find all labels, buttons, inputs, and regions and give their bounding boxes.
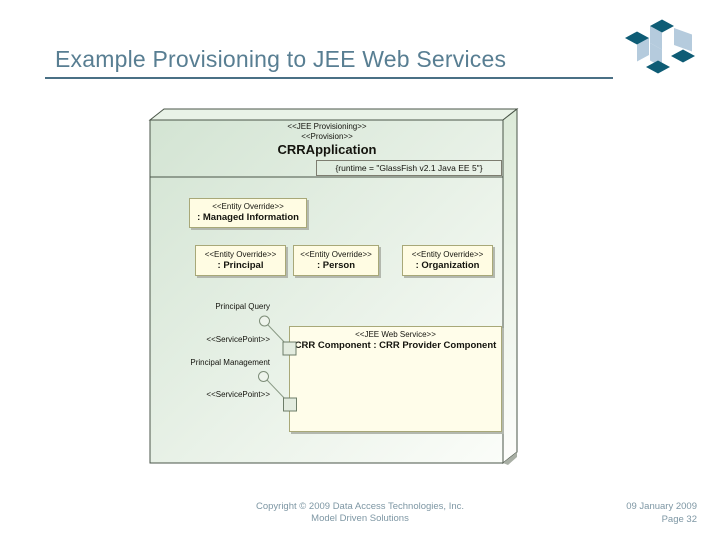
title-underline (45, 77, 613, 79)
entity-name: : Managed Information (197, 212, 299, 223)
node-header: <<JEE Provisioning>> <<Provision>> CRRAp… (151, 122, 503, 158)
node-corner-bevel (503, 452, 517, 465)
entity-box-organization: <<Entity Override>> : Organization (402, 245, 493, 276)
node-runtime-tag: {runtime = "GlassFish v2.1 Java EE 5"} (316, 160, 502, 176)
interface-label-principal-query: Principal Query (215, 302, 270, 311)
entity-stereotype: <<Entity Override>> (212, 202, 284, 211)
entity-stereotype: <<Entity Override>> (204, 249, 277, 259)
node-top-face (148, 108, 519, 121)
entity-name: : Principal (217, 259, 264, 271)
footer-page-info: 09 January 2009 Page 32 (626, 500, 697, 526)
entity-stereotype: <<Entity Override>> (300, 249, 372, 259)
node-right-face (502, 107, 518, 465)
interface-label-principal-management: Principal Management (190, 358, 270, 367)
slide-date: 09 January 2009 (626, 501, 697, 512)
node-stereotype-2: <<Provision>> (301, 132, 353, 141)
cubes-logo-icon (625, 19, 695, 74)
node-name: CRRApplication (277, 142, 377, 157)
page-number: Page 32 (661, 514, 697, 525)
footer-copyright: Copyright © 2009 Data Access Technologie… (0, 501, 720, 525)
page-title: Example Provisioning to JEE Web Services (55, 46, 507, 72)
entity-box-principal: <<Entity Override>> : Principal (195, 245, 286, 276)
component-stereotype: <<JEE Web Service>> (355, 330, 436, 339)
logo-light-faces (637, 26, 692, 67)
tagline: Model Driven Solutions (311, 513, 409, 524)
copyright-line: Copyright © 2009 Data Access Technologie… (255, 501, 465, 512)
logo-dark-cubes (625, 19, 695, 74)
node-stereotype-1: <<JEE Provisioning>> (287, 122, 367, 131)
entity-name: : Person (316, 259, 355, 271)
entity-box-person: <<Entity Override>> : Person (293, 245, 379, 276)
component-box-crr-provider: <<JEE Web Service>> CRR Component : CRR … (289, 326, 502, 432)
entity-name: : Organization (415, 259, 480, 271)
servicepoint-stereotype-2: <<ServicePoint>> (206, 390, 270, 399)
entity-box-managed-information: <<Entity Override>> : Managed Informatio… (189, 198, 307, 228)
entity-stereotype: <<Entity Override>> (411, 249, 484, 259)
component-name: CRR Component : CRR Provider Component (294, 340, 497, 351)
servicepoint-stereotype-1: <<ServicePoint>> (206, 335, 270, 344)
